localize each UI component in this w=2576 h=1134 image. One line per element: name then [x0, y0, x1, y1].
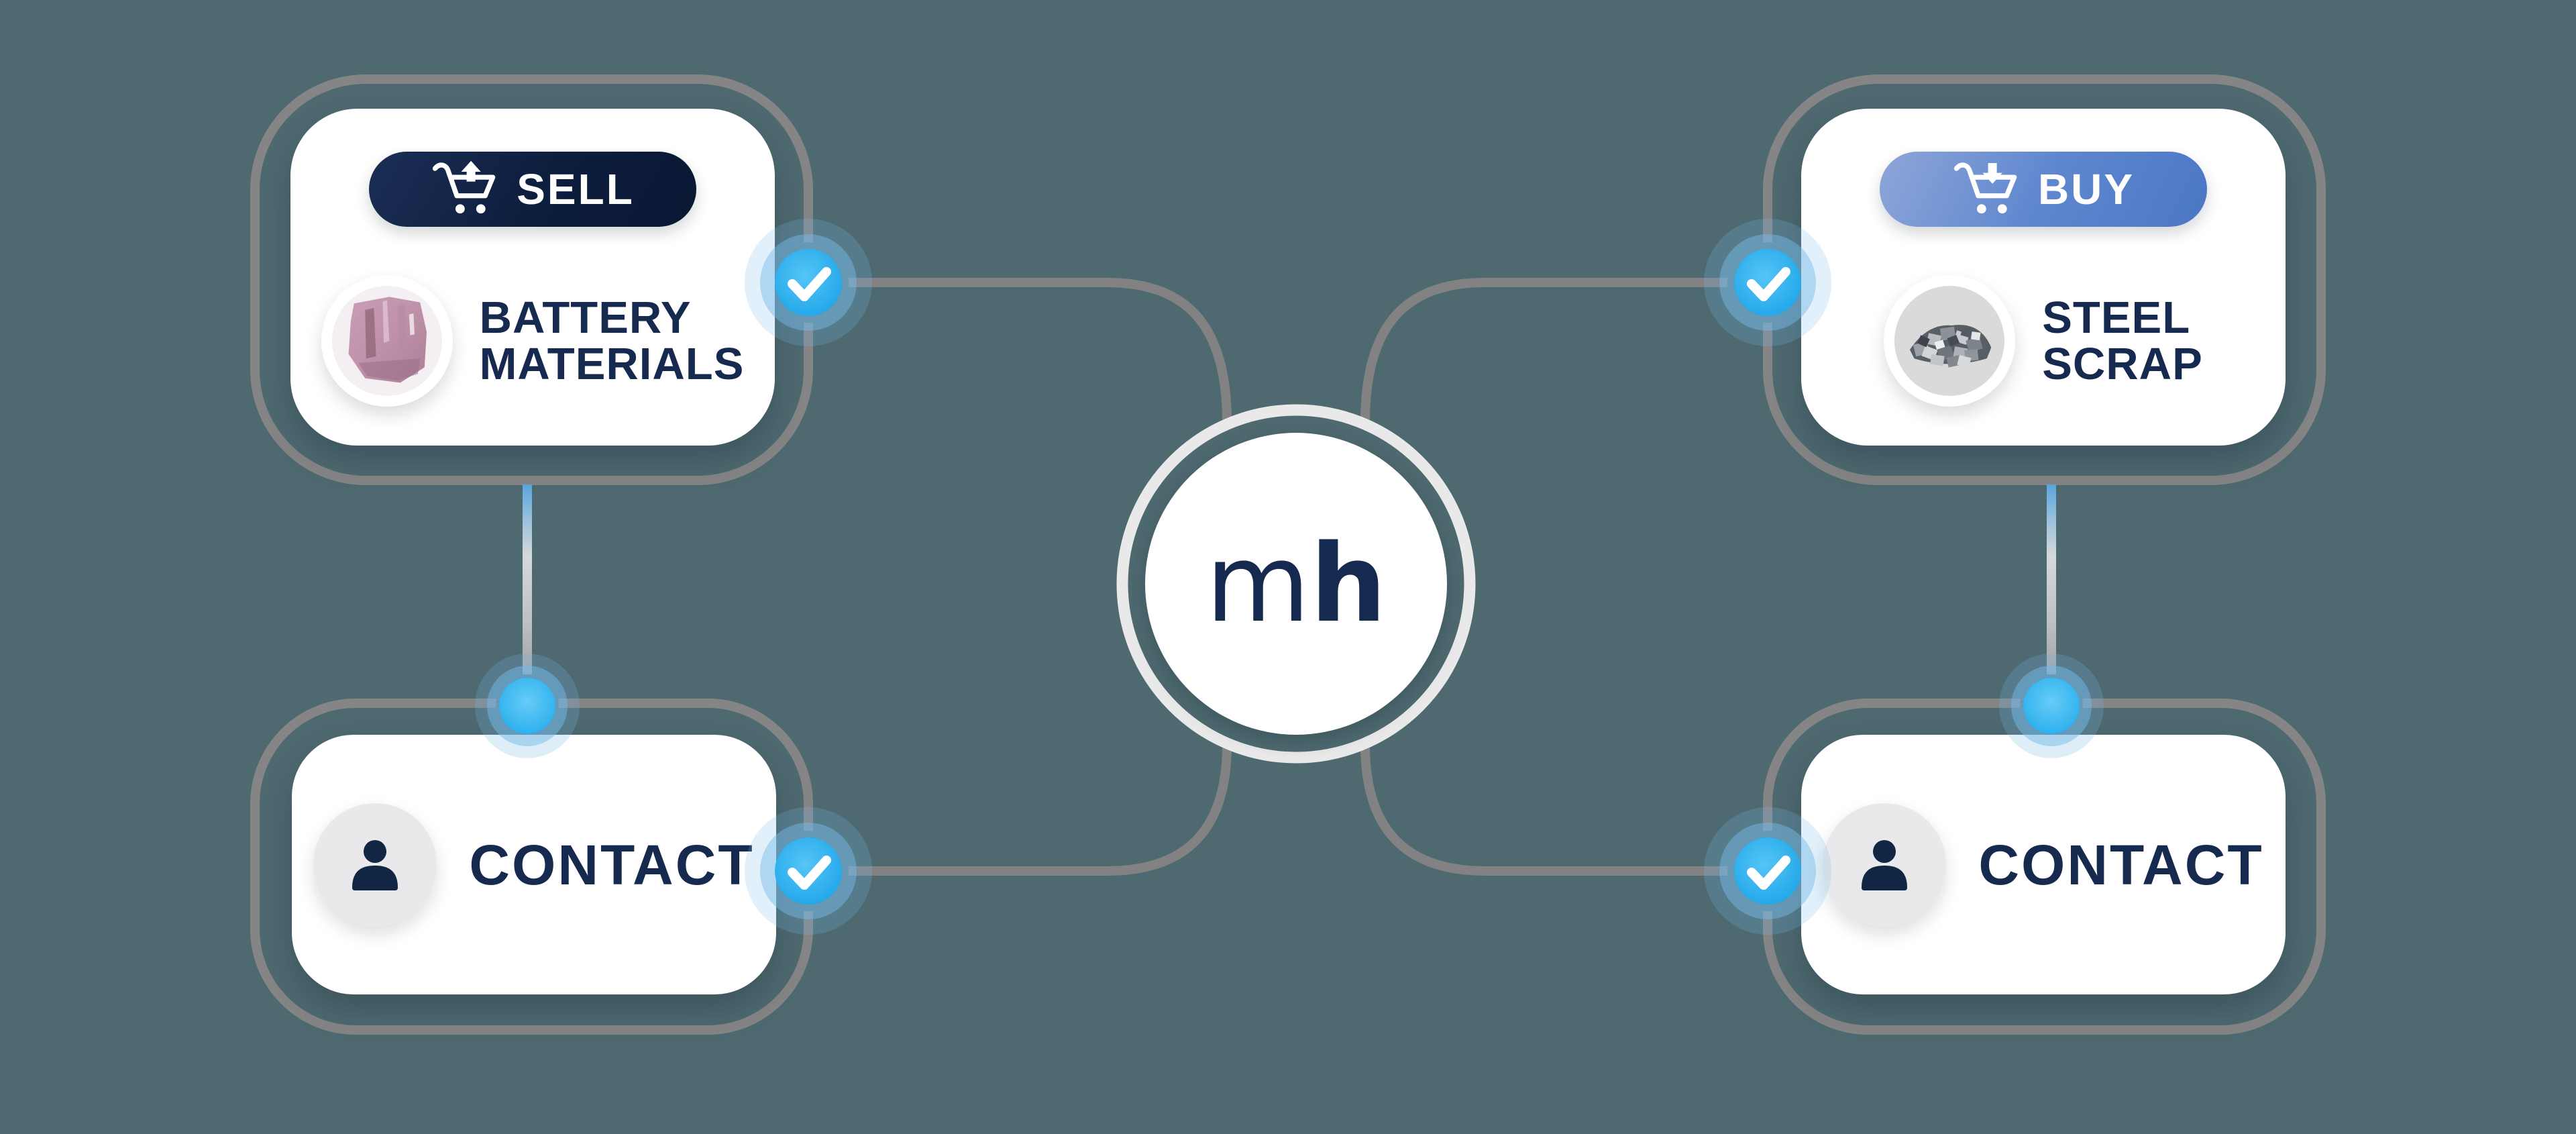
hub-outer-ring: [1116, 404, 1476, 764]
buy-badge-label: BUY: [2037, 165, 2135, 213]
contact-right-content-row: CONTACT: [1801, 735, 2286, 994]
person-icon: [1862, 839, 1908, 890]
buy-badge-button[interactable]: BUY: [1880, 152, 2207, 227]
pink-mineral-image: [331, 286, 442, 396]
contact-card-right: CONTACT: [1801, 735, 2286, 994]
link-node-left: [499, 678, 555, 734]
vertical-link-right: [2047, 484, 2056, 710]
cart-up-icon: [433, 160, 496, 214]
person-icon: [352, 839, 398, 890]
check-icon: [1747, 856, 1790, 890]
buy-title-line1: STEEL: [2042, 293, 2191, 343]
verified-check-badge-contact-right: [1734, 837, 1801, 905]
logo-letter-h: h: [1309, 521, 1387, 646]
sell-title-line2: MATERIALS: [479, 339, 745, 389]
avatar: [313, 803, 437, 927]
verified-check-badge-contact-left: [775, 837, 842, 905]
sell-card-content-row: BATTERY MATERIALS: [290, 275, 775, 407]
logo-letter-m: m: [1205, 521, 1310, 646]
check-icon: [788, 856, 831, 890]
buy-card: BUY: [1801, 109, 2286, 446]
connector-contact-left-to-hub: [808, 744, 1232, 876]
sell-title-line1: BATTERY: [479, 293, 692, 343]
cart-down-icon: [1953, 162, 2017, 214]
buy-card-content-row: STEEL SCRAP: [1801, 275, 2286, 407]
contact-card-left: CONTACT: [292, 735, 776, 994]
sell-badge-label: SELL: [517, 165, 635, 213]
buy-title-line2: SCRAP: [2042, 339, 2203, 389]
steel-scrap-photo: [1884, 275, 2016, 407]
connector-contact-right-to-hub: [1360, 744, 1768, 876]
verified-check-badge-sell: [775, 249, 842, 316]
contact-left-content-row: CONTACT: [292, 735, 776, 994]
connector-sell-to-hub: [808, 278, 1232, 423]
link-node-right: [2023, 678, 2080, 734]
connector-buy-to-hub: [1360, 278, 1768, 423]
check-icon: [1747, 267, 1790, 301]
contact-left-label: CONTACT: [469, 833, 755, 896]
steel-scrap-image: [1894, 286, 2005, 396]
sell-badge-button[interactable]: SELL: [369, 152, 696, 227]
vertical-link-left: [523, 484, 532, 710]
buy-card-title: STEEL SCRAP: [2042, 295, 2203, 387]
battery-materials-photo: [321, 275, 453, 407]
sell-card-title: BATTERY MATERIALS: [480, 295, 745, 387]
avatar: [1823, 803, 1947, 927]
verified-check-badge-buy: [1734, 249, 1801, 316]
sell-card: SELL: [290, 109, 775, 446]
check-icon: [788, 267, 831, 301]
contact-right-label: CONTACT: [1978, 833, 2264, 896]
